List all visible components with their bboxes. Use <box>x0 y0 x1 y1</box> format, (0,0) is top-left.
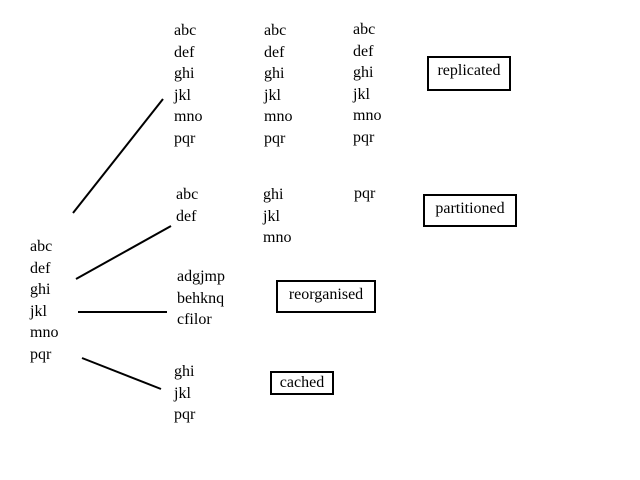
partition-3: pqr <box>354 183 375 205</box>
list-item: def <box>30 259 51 277</box>
replicated-copy-2: abc def ghi jkl mno pqr <box>264 20 292 149</box>
list-item: adgjmp <box>177 268 225 285</box>
list-item: pqr <box>174 406 196 423</box>
list-item: abc <box>176 186 199 203</box>
reorganised-list: adgjmp behknq cfilor <box>177 266 225 331</box>
replicated-copy-1: abc def ghi jkl mno pqr <box>174 20 202 149</box>
list-item: ghi <box>174 363 195 380</box>
list-item: def <box>353 42 374 60</box>
list-item: jkl <box>264 86 281 104</box>
list-item: jkl <box>174 384 191 402</box>
list-item: abc <box>30 238 53 255</box>
list-item: pqr <box>264 129 286 147</box>
list-item: pqr <box>30 345 52 363</box>
list-item: cfilor <box>177 311 212 328</box>
list-item: jkl <box>174 86 191 104</box>
list-item: abc <box>264 22 287 39</box>
line-to-replicated <box>72 98 164 214</box>
list-item: jkl <box>353 85 370 103</box>
replicated-copy-3: abc def ghi jkl mno pqr <box>353 19 381 148</box>
list-item: mno <box>264 108 293 125</box>
list-item: pqr <box>354 185 376 202</box>
list-item: def <box>176 207 197 225</box>
list-item: def <box>264 43 285 61</box>
list-item: abc <box>174 22 197 39</box>
cached-label-box: cached <box>270 371 334 395</box>
reorganised-label-box: reorganised <box>276 280 376 313</box>
list-item: def <box>174 43 195 61</box>
list-item: ghi <box>30 281 51 298</box>
list-item: ghi <box>174 65 195 82</box>
list-item: pqr <box>174 129 196 147</box>
list-item: jkl <box>263 207 280 225</box>
list-item: mno <box>174 108 203 125</box>
cached-list: ghi jkl pqr <box>174 361 195 426</box>
list-item: ghi <box>264 65 285 82</box>
list-item: mno <box>30 324 59 341</box>
list-item: abc <box>353 21 376 38</box>
partition-2: ghi jkl mno <box>263 184 291 249</box>
partitioned-label-box: partitioned <box>423 194 517 227</box>
source-list: abc def ghi jkl mno pqr <box>30 236 58 365</box>
list-item: ghi <box>353 64 374 81</box>
line-to-partitioned <box>75 225 172 280</box>
list-item: mno <box>353 107 382 124</box>
list-item: ghi <box>263 186 284 203</box>
line-to-cached <box>81 357 162 390</box>
list-item: mno <box>263 229 292 246</box>
list-item: behknq <box>177 289 225 307</box>
list-item: pqr <box>353 128 375 146</box>
partition-1: abc def <box>176 184 198 227</box>
list-item: jkl <box>30 302 47 320</box>
replicated-label-box: replicated <box>427 56 511 91</box>
